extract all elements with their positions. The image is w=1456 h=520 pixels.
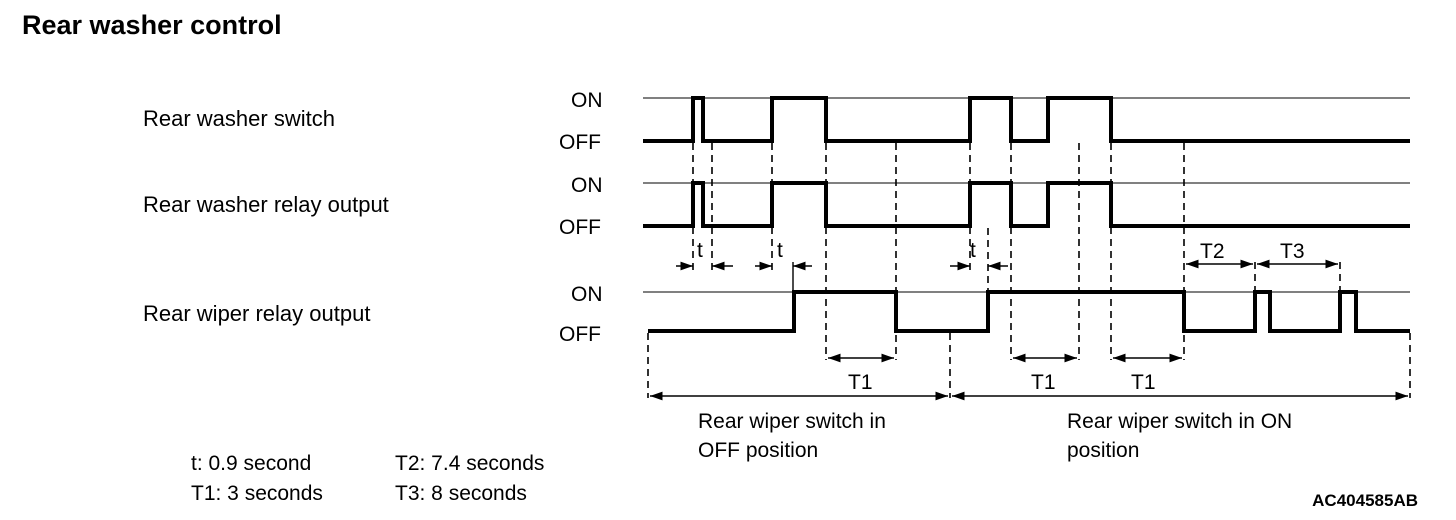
- off-position-label-line2: OFF position: [698, 439, 818, 462]
- on-position-label-line2: position: [1067, 439, 1139, 462]
- legend-t1: T1: 3 seconds: [191, 482, 323, 505]
- legend-t2: T2: 7.4 seconds: [395, 452, 544, 475]
- signal-label-washer-switch: Rear washer switch: [143, 106, 335, 131]
- waveform-washer-switch: [643, 96, 1410, 143]
- off-position-label-line1: Rear wiper switch in: [698, 410, 886, 433]
- level-off-wiper-relay: OFF: [559, 323, 601, 346]
- level-on-washer-relay: ON: [571, 174, 603, 197]
- t3-label: T3: [1280, 240, 1305, 263]
- on-position-label-line1: Rear wiper switch in ON: [1067, 410, 1292, 433]
- t1-label-3: T1: [1131, 371, 1156, 394]
- page-title: Rear washer control: [22, 10, 282, 40]
- t-label-1: t: [697, 239, 703, 262]
- signal-label-wiper-relay: Rear wiper relay output: [143, 301, 370, 326]
- t-label-2: t: [777, 239, 783, 262]
- t1-label-2: T1: [1031, 371, 1056, 394]
- t2-label: T2: [1200, 240, 1225, 263]
- legend-t3: T3: 8 seconds: [395, 482, 527, 505]
- t1-label-1: T1: [848, 371, 873, 394]
- figure-code: AC404585AB: [1312, 491, 1418, 510]
- level-on-wiper-relay: ON: [571, 283, 603, 306]
- signal-label-washer-relay: Rear washer relay output: [143, 192, 389, 217]
- level-off-washer-switch: OFF: [559, 131, 601, 154]
- waveform-washer-relay: [643, 181, 1410, 228]
- level-on-washer-switch: ON: [571, 89, 603, 112]
- level-off-washer-relay: OFF: [559, 216, 601, 239]
- t-label-3: t: [970, 239, 976, 262]
- legend-t: t: 0.9 second: [191, 452, 311, 475]
- waveform-wiper-relay: [648, 290, 1410, 333]
